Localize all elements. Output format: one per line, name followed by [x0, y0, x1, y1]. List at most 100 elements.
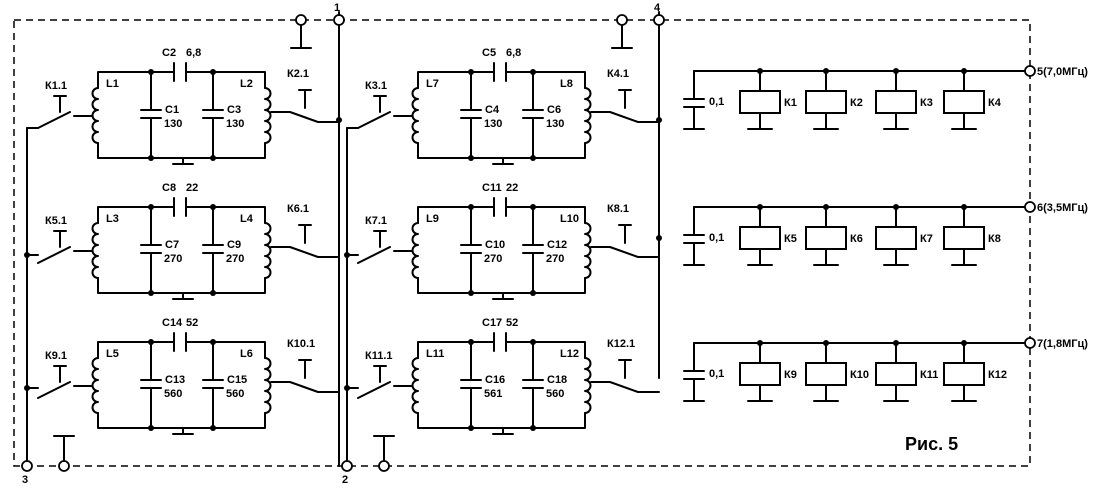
- bypass-cap-value: 0,1: [709, 368, 724, 380]
- output-coil-label: L12: [560, 348, 579, 360]
- shunt-cap-1-value: 130: [164, 118, 182, 130]
- input-switch-label: К5.1: [45, 215, 67, 227]
- output-coil-label: L2: [240, 78, 253, 90]
- output-coil-label: L10: [560, 213, 579, 225]
- relay-label: К3: [920, 97, 933, 109]
- shunt-cap-1-value: 561: [484, 388, 502, 400]
- coupling-cap-value: 6,8: [186, 47, 201, 59]
- output-switch-label: К6.1: [287, 203, 309, 215]
- input-switch-label: К3.1: [365, 80, 387, 92]
- common-wiring: [24, 11, 662, 467]
- coupling-cap-value: 22: [506, 182, 518, 194]
- shunt-cap-1-value: 130: [484, 118, 502, 130]
- shunt-cap-2-value: 130: [226, 118, 244, 130]
- input-coil-label: L11: [426, 348, 444, 360]
- relay-label: К1: [784, 97, 797, 109]
- shunt-cap-2-label: С15: [227, 374, 247, 386]
- shunt-cap-2-label: С12: [547, 239, 567, 251]
- output-switch-label: К8.1: [607, 203, 629, 215]
- shunt-cap-2-value: 130: [546, 118, 564, 130]
- coupling-cap-value: 22: [186, 182, 198, 194]
- input-switch-label: К7.1: [365, 215, 387, 227]
- input-coil-label: L9: [426, 213, 439, 225]
- output-switch-label: К12.1: [607, 338, 635, 350]
- terminal-3-label: 3: [22, 474, 28, 486]
- terminal-7-label: 7(1,8МГц): [1037, 338, 1088, 350]
- output-switch-label: К10.1: [287, 338, 315, 350]
- shunt-cap-2-label: С3: [227, 104, 241, 116]
- terminal-2-label: 2: [342, 474, 348, 486]
- input-switch-label: К1.1: [45, 80, 67, 92]
- output-switch-label: К2.1: [287, 68, 309, 80]
- shunt-cap-2-label: С6: [547, 104, 561, 116]
- relay-coil: К11: [875, 340, 938, 402]
- bypass-cap-value: 0,1: [709, 96, 724, 108]
- coupling-cap-label: С2: [162, 47, 176, 59]
- relay-label: К9: [784, 369, 797, 381]
- relay-coil: К5: [739, 204, 797, 266]
- coupling-cap-label: С17: [482, 317, 502, 329]
- shunt-cap-1-value: 560: [164, 388, 182, 400]
- relay-coil: К12: [943, 340, 1007, 402]
- coupling-cap-label: С14: [162, 317, 183, 329]
- relay-coil: К4: [943, 68, 1002, 130]
- coupling-cap-value: 6,8: [506, 47, 521, 59]
- relay-label: К7: [920, 233, 933, 245]
- shunt-cap-2-value: 560: [546, 388, 564, 400]
- relay-coil: К8: [943, 204, 1001, 266]
- bypass-cap-value: 0,1: [709, 232, 724, 244]
- relay-coil: К9: [739, 340, 797, 402]
- terminal-5-label: 5(7,0МГц): [1037, 66, 1088, 78]
- output-coil-label: L8: [560, 78, 573, 90]
- relay-label: К12: [988, 369, 1007, 381]
- relay-coil: К7: [875, 204, 933, 266]
- terminal-4-label: 4: [654, 2, 661, 14]
- relay-coil: К2: [805, 68, 863, 130]
- coupling-cap-value: 52: [186, 317, 198, 329]
- output-coil-label: L4: [240, 213, 254, 225]
- shunt-cap-2-value: 270: [226, 253, 244, 265]
- shunt-cap-1-value: 270: [484, 253, 502, 265]
- input-coil-label: L1: [106, 78, 119, 90]
- relay-label: К8: [988, 233, 1001, 245]
- relay-label: К5: [784, 233, 797, 245]
- relay-coil: К10: [805, 340, 869, 402]
- terminal-1-label: 1: [334, 2, 340, 14]
- output-coil-label: L6: [240, 348, 253, 360]
- output-switch-label: К4.1: [607, 68, 629, 80]
- relay-label: К11: [920, 369, 938, 381]
- input-coil-label: L3: [106, 213, 119, 225]
- terminal-6-label: 6(3,5МГц): [1037, 202, 1088, 214]
- input-switch-label: К9.1: [45, 350, 67, 362]
- relay-label: К10: [850, 369, 869, 381]
- figure-caption: Рис. 5: [905, 434, 958, 454]
- input-coil-label: L5: [106, 348, 119, 360]
- shunt-cap-2-label: С9: [227, 239, 241, 251]
- shunt-cap-2-value: 270: [546, 253, 564, 265]
- relay-coil: К3: [875, 68, 933, 130]
- coupling-cap-label: С5: [482, 47, 496, 59]
- shunt-cap-1-label: С1: [165, 104, 179, 116]
- coupling-cap-value: 52: [506, 317, 518, 329]
- shunt-cap-1-value: 270: [164, 253, 182, 265]
- shunt-cap-1-label: С13: [165, 374, 185, 386]
- relay-label: К6: [850, 233, 863, 245]
- relay-coil: К6: [805, 204, 863, 266]
- shunt-cap-1-label: С7: [165, 239, 179, 251]
- relay-row-0: 0,1 К1 К2 К3 К4: [683, 68, 1026, 130]
- shunt-cap-1-label: С10: [485, 239, 505, 251]
- input-switch-label: К11.1: [365, 350, 393, 362]
- shunt-cap-1-label: С16: [485, 374, 505, 386]
- relay-label: К2: [850, 97, 863, 109]
- relay-row-1: 0,1 К5 К6 К7 К8: [683, 204, 1026, 266]
- relay-coil: К1: [739, 68, 797, 130]
- coupling-cap-label: С8: [162, 182, 176, 194]
